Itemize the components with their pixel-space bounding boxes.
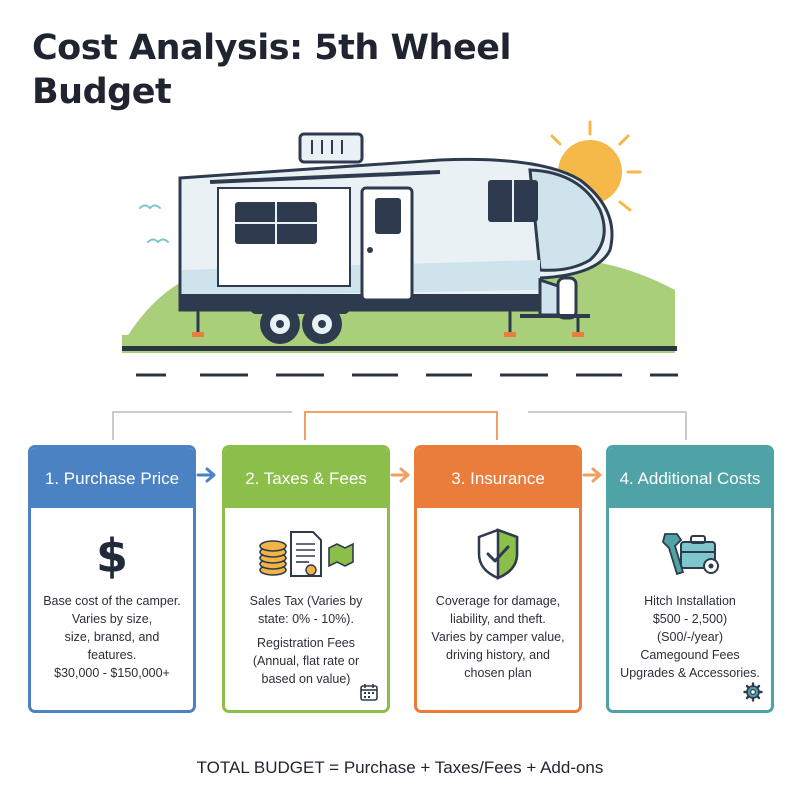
card-line: Upgrades & Accessories. xyxy=(620,666,760,680)
wheel-icon xyxy=(250,300,350,344)
connector-lines xyxy=(112,411,687,440)
camper-illustration xyxy=(122,120,678,377)
card-line: (S00/-/year) xyxy=(657,630,723,644)
card-line: Coverage for damage, xyxy=(435,594,561,608)
card-line: $30,000 - $150,000+ xyxy=(54,666,170,680)
arrow-right-icon xyxy=(582,467,602,483)
card-line: Varies by camper value, xyxy=(431,630,565,644)
taxes-fees-card: 2. Taxes & Fees Sales Tax (Varies by sta… xyxy=(222,445,390,713)
card-heading: 2. Taxes & Fees xyxy=(225,448,387,508)
additional-costs-card: 4. Additional Costs Hitch Installation $… xyxy=(606,445,774,713)
card-line: $500 - 2,500) xyxy=(652,612,728,626)
card-line: features. xyxy=(87,648,137,662)
card-line: Registration Fees xyxy=(257,636,355,650)
card-line: based on value) xyxy=(261,672,351,686)
card-line: driving history, and xyxy=(446,648,550,662)
card-line: chosen plan xyxy=(464,666,532,680)
total-budget-formula: TOTAL BUDGET = Purchase + Taxes/Fees + A… xyxy=(196,758,604,777)
card-line: (Annual, flat rate or xyxy=(252,654,360,668)
card-line: state: 0% - 10%). xyxy=(258,612,354,626)
card-line: Hitch Installation xyxy=(644,594,736,608)
card-line: liability, and theft. xyxy=(450,612,546,626)
page-title: Cost Analysis: 5th Wheel Budget xyxy=(32,28,511,112)
purchase-price-card: 1. Purchase Price $ Base cost of the cam… xyxy=(28,445,196,713)
arrow-right-icon xyxy=(390,467,410,483)
card-line: Base cost of the camper. xyxy=(43,594,181,608)
calendar-icon xyxy=(360,684,378,701)
arrow-right-icon xyxy=(196,467,216,483)
card-line: size, branɛd, and xyxy=(64,630,160,644)
gear-icon xyxy=(743,682,763,702)
insurance-card: 3. Insurance Coverage for damage, liabil… xyxy=(414,445,582,713)
bird-icon xyxy=(139,204,169,244)
road xyxy=(122,346,677,351)
coins-document-icon xyxy=(259,531,354,577)
card-heading: 4. Additional Costs xyxy=(609,448,771,508)
toolbox-icon xyxy=(662,533,719,576)
card-line: Camegound Fees xyxy=(640,648,740,662)
card-heading: 3. Insurance xyxy=(417,448,579,508)
dollar-icon: $ xyxy=(96,529,128,582)
card-line: Varies by size, xyxy=(71,612,153,626)
shield-check-icon xyxy=(477,528,519,580)
card-heading: 1. Purchase Price xyxy=(31,448,193,508)
svg-text:$: $ xyxy=(96,529,128,582)
card-line: Sales Tax (Varies by xyxy=(249,594,363,608)
